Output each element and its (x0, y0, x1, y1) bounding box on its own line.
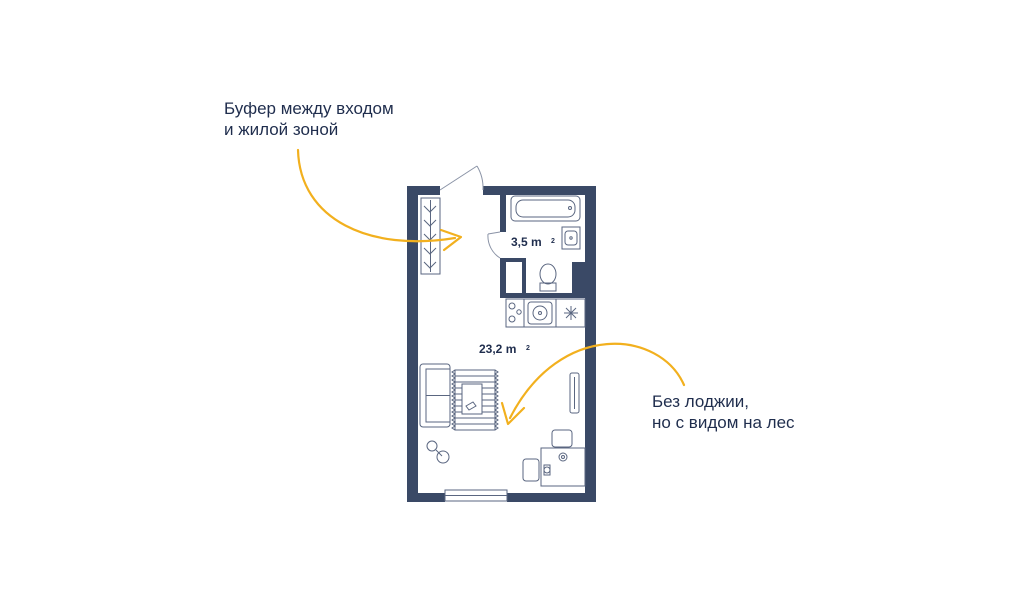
kitchen-counter (505, 298, 586, 328)
wardrobe-icon (420, 197, 441, 275)
fridge-icon (564, 306, 578, 320)
lamp-icon (426, 440, 450, 464)
kitchen-sink-icon (527, 301, 553, 325)
curved-arrow-icon (296, 148, 463, 252)
callout-top-line-2: и жилой зоной (224, 120, 339, 139)
coffee-table-icon (461, 383, 483, 415)
room-area-superscript: 2 (526, 345, 530, 352)
callout-bottom-line-1: Без лоджии, (652, 392, 749, 411)
callout-top-line-1: Буфер между входом (224, 99, 394, 118)
sofa-icon (419, 363, 451, 428)
tv-console-icon (569, 372, 580, 414)
bathroom-walls (500, 186, 585, 298)
callout-entrance-buffer: Буфер между входом и жилой зоной (224, 98, 394, 140)
window-icon (444, 489, 508, 502)
sink-icon (561, 226, 581, 250)
curved-arrow-bottom-icon (500, 342, 686, 426)
bathroom-area-label: 3,5 m (511, 235, 542, 249)
table-icon (540, 447, 586, 487)
bathroom-door-icon (487, 231, 501, 259)
chair-icon (522, 429, 573, 482)
stove-icon (508, 302, 522, 323)
bathroom-area-superscript: 2 (551, 238, 555, 245)
exterior-walls (407, 186, 596, 502)
room-area-label: 23,2 m (479, 342, 516, 356)
callout-bottom-line-2: но с видом на лес (652, 413, 795, 432)
door-icon (439, 165, 484, 191)
bathtub-icon (510, 195, 581, 222)
callout-forest-view: Без лоджии, но с видом на лес (652, 391, 795, 433)
toilet-icon (539, 263, 557, 292)
